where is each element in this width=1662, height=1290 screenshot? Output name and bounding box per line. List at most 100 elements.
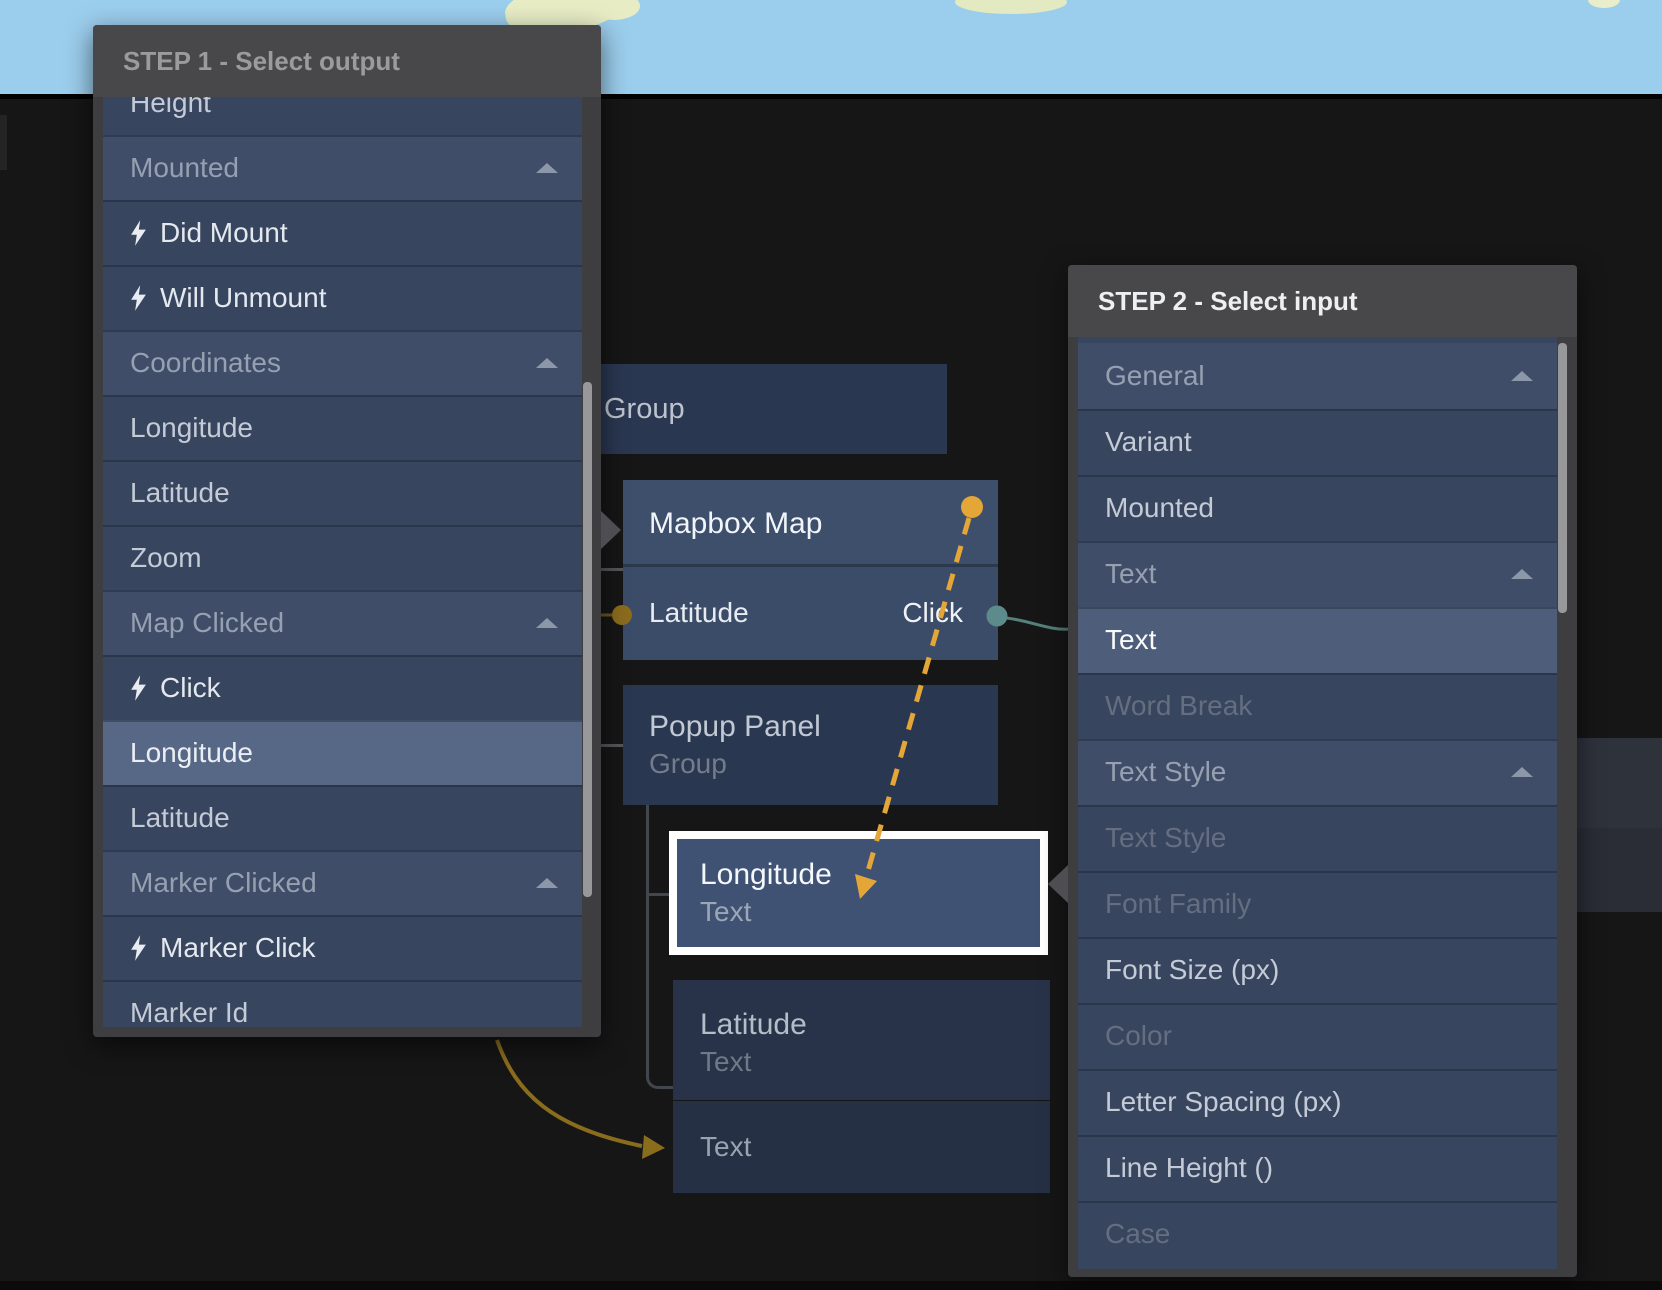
row-label: Longitude xyxy=(130,736,254,768)
output-port-label-click[interactable]: Click xyxy=(902,597,963,628)
node-title: Latitude xyxy=(700,1008,807,1041)
node-subtitle: Group xyxy=(649,748,727,779)
map-land-shape xyxy=(1588,0,1620,8)
row-label: Did Mount xyxy=(160,216,288,248)
tree-connector-line xyxy=(601,568,623,571)
step1-panel-pointer-icon xyxy=(601,511,621,549)
row-label: Font Size (px) xyxy=(1105,954,1280,985)
collapse-arrow-icon[interactable] xyxy=(1511,569,1533,579)
row-label: Longitude xyxy=(130,411,254,443)
bottom-edge-strip xyxy=(0,1281,1662,1290)
row-label: Marker Id xyxy=(130,996,249,1028)
row-label: Text xyxy=(1105,624,1157,655)
step2-input-row-2-mounted[interactable]: Mounted xyxy=(1078,475,1557,541)
step2-input-row-6-text-style[interactable]: Text Style xyxy=(1078,739,1557,805)
step1-output-row-8-map-clicked[interactable]: Map Clicked xyxy=(103,590,582,655)
step1-output-row-10-longitude[interactable]: Longitude xyxy=(103,720,582,785)
step1-output-row-13-marker-click[interactable]: Marker Click xyxy=(103,915,582,980)
row-label: Word Break xyxy=(1105,690,1253,721)
tree-connector-line xyxy=(648,893,669,896)
lightning-icon xyxy=(130,934,147,961)
lightning-icon xyxy=(130,674,147,701)
row-label: Letter Spacing (px) xyxy=(1105,1086,1342,1117)
step2-input-row-9-font-size-px-[interactable]: Font Size (px) xyxy=(1078,937,1557,1003)
olive-wire-arrowhead-icon xyxy=(642,1135,665,1159)
row-label: Coordinates xyxy=(130,346,281,378)
node-subtitle: Text xyxy=(700,896,752,927)
node-title: Group xyxy=(604,393,685,425)
node-latitude-text[interactable]: Latitude Text xyxy=(673,980,1050,1100)
step1-output-row-12-marker-clicked[interactable]: Marker Clicked xyxy=(103,850,582,915)
click-output-wire xyxy=(996,615,1071,631)
step1-output-row-6-latitude[interactable]: Latitude xyxy=(103,460,582,525)
collapse-arrow-icon[interactable] xyxy=(1511,767,1533,777)
collapse-arrow-icon[interactable] xyxy=(536,357,558,368)
step1-output-row-7-zoom[interactable]: Zoom xyxy=(103,525,582,590)
node-popup-panel[interactable]: Popup Panel Group xyxy=(623,685,998,805)
node-title: Popup Panel xyxy=(649,710,821,743)
node-longitude-text-selected[interactable]: Longitude Text xyxy=(669,831,1048,955)
lightning-icon xyxy=(130,284,147,311)
step2-input-row-13-case: Case xyxy=(1078,1201,1557,1267)
row-label: Click xyxy=(160,671,221,703)
step2-input-row-3-text[interactable]: Text xyxy=(1078,541,1557,607)
node-title: Mapbox Map xyxy=(623,480,998,567)
step1-output-row-3-will-unmount[interactable]: Will Unmount xyxy=(103,265,582,330)
row-label: Latitude xyxy=(130,476,230,508)
step1-panel-header: STEP 1 - Select output xyxy=(93,25,601,97)
row-label: Mounted xyxy=(130,151,239,183)
offscreen-node-fragment xyxy=(1577,738,1662,828)
row-label: General xyxy=(1105,360,1205,391)
row-label: Map Clicked xyxy=(130,606,285,638)
row-label: Latitude xyxy=(130,801,230,833)
collapse-arrow-icon[interactable] xyxy=(536,617,558,628)
step2-panel-header: STEP 2 - Select input xyxy=(1068,265,1577,337)
node-group[interactable]: Group xyxy=(560,364,947,454)
input-port-label-latitude[interactable]: Latitude xyxy=(649,597,749,628)
row-label: Mounted xyxy=(1105,492,1214,523)
row-label: Zoom xyxy=(130,541,202,573)
step2-panel-title: STEP 2 - Select input xyxy=(1098,285,1358,316)
step1-output-row-9-click[interactable]: Click xyxy=(103,655,582,720)
collapse-arrow-icon[interactable] xyxy=(536,877,558,888)
step2-input-row-10-color: Color xyxy=(1078,1003,1557,1069)
row-label: Height xyxy=(130,97,211,118)
row-label: Font Family xyxy=(1105,888,1252,919)
map-strip-divider xyxy=(0,94,1662,99)
step1-panel-title: STEP 1 - Select output xyxy=(123,45,400,76)
step2-input-row-11-letter-spacing-px-[interactable]: Letter Spacing (px) xyxy=(1078,1069,1557,1135)
step2-scrollbar-thumb[interactable] xyxy=(1558,343,1567,613)
row-label: Marker Click xyxy=(160,931,316,963)
collapse-arrow-icon[interactable] xyxy=(536,162,558,173)
step2-input-row-12-line-height-[interactable]: Line Height () xyxy=(1078,1135,1557,1201)
step2-input-row-0-general[interactable]: General xyxy=(1078,343,1557,409)
step2-input-row-5-word-break: Word Break xyxy=(1078,673,1557,739)
step1-output-row-0-height[interactable]: Height xyxy=(103,97,582,135)
tree-connector-line xyxy=(646,805,676,1089)
row-label: Text Style xyxy=(1105,822,1227,853)
step1-output-row-4-coordinates[interactable]: Coordinates xyxy=(103,330,582,395)
step1-output-row-1-mounted[interactable]: Mounted xyxy=(103,135,582,200)
node-mapbox-map[interactable]: Mapbox Map Latitude Click xyxy=(623,480,998,660)
node-title: Longitude xyxy=(700,858,832,891)
olive-connection-wire xyxy=(495,1039,643,1148)
step2-input-row-1-variant[interactable]: Variant xyxy=(1078,409,1557,475)
step1-output-row-2-did-mount[interactable]: Did Mount xyxy=(103,200,582,265)
step2-input-row-4-text[interactable]: Text xyxy=(1078,607,1557,673)
step1-output-row-14-marker-id[interactable]: Marker Id xyxy=(103,980,582,1027)
step2-panel-pointer-icon xyxy=(1048,865,1068,903)
row-label: Line Height () xyxy=(1105,1152,1274,1183)
step1-scrollbar-thumb[interactable] xyxy=(583,382,592,897)
step1-output-row-11-latitude[interactable]: Latitude xyxy=(103,785,582,850)
node-text[interactable]: Text xyxy=(673,1101,1050,1193)
step1-output-row-5-longitude[interactable]: Longitude xyxy=(103,395,582,460)
node-subtitle: Text xyxy=(700,1046,752,1077)
left-edge-panel-fragment xyxy=(0,115,7,170)
collapse-arrow-icon[interactable] xyxy=(1511,371,1533,381)
tree-connector-line xyxy=(601,744,623,747)
node-title: Text xyxy=(700,1131,752,1162)
step2-input-row-7-text-style: Text Style xyxy=(1078,805,1557,871)
